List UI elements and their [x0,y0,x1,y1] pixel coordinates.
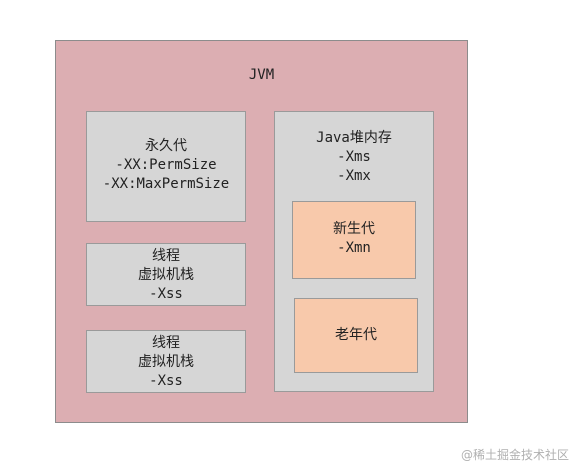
thread-label: 线程 [152,248,180,264]
thread-stack-box-1: 线程 虚拟机栈 -Xss [86,243,246,306]
permgen-box: 永久代 -XX:PermSize -XX:MaxPermSize [86,111,246,222]
heap-option-xmx: -Xmx [337,168,371,184]
old-generation-box: 老年代 [294,298,418,373]
stack-option-xss: -Xss [149,286,183,302]
thread-label: 线程 [152,335,180,351]
vm-stack-label: 虚拟机栈 [138,354,194,370]
permgen-option-maxpermsize: -XX:MaxPermSize [102,176,230,192]
permgen-label: 永久代 [145,138,187,154]
old-generation-label: 老年代 [335,327,377,343]
jvm-title: JVM [248,67,275,83]
heap-option-xms: -Xms [337,149,371,165]
thread-stack-box-2: 线程 虚拟机栈 -Xss [86,330,246,393]
permgen-option-permsize: -XX:PermSize [115,157,217,173]
young-option-xmn: -Xmn [337,240,371,256]
young-generation-label: 新生代 [333,221,375,237]
stack-option-xss: -Xss [149,373,183,389]
young-generation-box: 新生代 -Xmn [292,201,416,279]
heap-label: Java堆内存 [316,130,392,146]
watermark: @稀土掘金技术社区 [460,448,569,462]
vm-stack-label: 虚拟机栈 [138,267,194,283]
